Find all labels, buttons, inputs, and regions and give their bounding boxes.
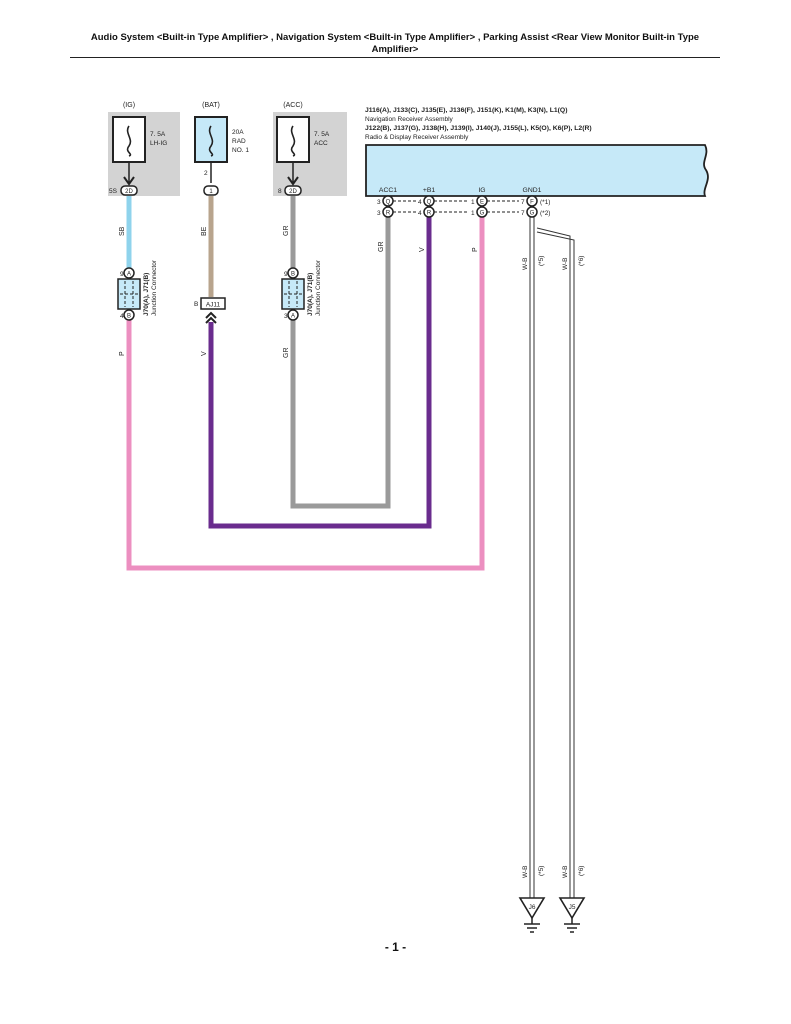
terminal-conn-b: R — [386, 211, 391, 217]
terminal-label: IG — [478, 187, 485, 194]
fuse-lh-ig: (IG) 7. 5A LH-IG 5S 2D — [108, 102, 180, 196]
terminal-label: GND1 — [523, 187, 542, 194]
wire-note-gnd-bot-1: (*5) — [538, 866, 545, 876]
terminal-conn-a: F — [530, 200, 534, 206]
terminal-pin-b: 4 — [418, 210, 422, 217]
wire-label-gr-upper: GR — [283, 226, 290, 237]
wire-label-gnd-top-2: W-B — [562, 257, 569, 270]
jc-pin-top: 9 — [120, 271, 124, 278]
fuse-name-line1: RAD — [232, 138, 246, 145]
wire-label-gnd-bot-2: W-B — [562, 865, 569, 878]
wire-label-p-left: P — [119, 351, 126, 356]
terminal-pin-b: 1 — [471, 210, 475, 217]
terminal-conn-b: G — [530, 211, 535, 217]
wire-label-gnd-bot-1: W-B — [522, 865, 529, 878]
terminal-note-2: (*2) — [540, 210, 550, 217]
terminal-conn-a: Q — [427, 200, 432, 206]
junction-connector-2: 9 B 3 A J70(A), J71(B) Junction Connecto… — [281, 259, 322, 321]
fuse-connector: 1 — [209, 189, 213, 195]
jc-conn-top: A — [127, 272, 131, 278]
fuse-source-label: (ACC) — [283, 102, 302, 109]
wire-labels: SB P BE V GR GR GR V P W-B (*5) W-B (*6)… — [119, 226, 585, 879]
inline-connector-aj11: B AJ11 — [194, 297, 226, 324]
terminal-b1: +B1 4 Q 4 R — [418, 187, 436, 218]
fuse-pin: 5S — [109, 188, 118, 195]
jc-conn-bottom: A — [291, 314, 295, 320]
ground-j5: J5 — [558, 897, 586, 933]
terminal-conn-b: R — [427, 211, 432, 217]
terminal-gnd1: GND1 7 F 7 G (*1) (*2) — [521, 187, 550, 218]
ground-label: J5 — [569, 904, 576, 911]
wire-label-v-left: V — [201, 351, 208, 356]
receiver-name-nav: Navigation Receiver Assembly — [365, 116, 454, 123]
wire-label-acc1: GR — [378, 242, 385, 253]
fuse-rating: 7. 5A — [314, 131, 330, 138]
terminal-pin-b: 7 — [521, 210, 525, 217]
jc-conn-bottom: B — [127, 314, 131, 320]
terminal-ig: IG 1 E 1 G — [471, 187, 488, 218]
jc-id: J70(A), J71(B) — [307, 273, 314, 316]
page-title: Audio System <Built-in Type Amplifier> ,… — [90, 32, 700, 55]
wire-acc-gr — [290, 196, 391, 509]
terminal-label: +B1 — [423, 187, 436, 194]
fuse-pin: 8 — [278, 188, 282, 195]
wire-label-gr-lower: GR — [283, 348, 290, 359]
jc-pin-bottom: 3 — [284, 313, 288, 320]
terminal-note-1: (*1) — [540, 199, 550, 206]
receiver-assembly: J116(A), J133(C), J135(E), J136(F), J151… — [365, 107, 709, 197]
receiver-name-radio: Radio & Display Receiver Assembly — [365, 134, 469, 141]
fuse-rad-no1: (BAT) 20A RAD NO. 1 2 1 — [194, 102, 249, 196]
terminal-pin-a: 1 — [471, 199, 475, 206]
wire-label-be: BE — [201, 226, 208, 236]
wire-bat-v — [208, 216, 432, 529]
wire-ig-p — [126, 216, 485, 571]
page-number: - 1 - — [384, 940, 407, 954]
fuse-rating: 7. 5A — [150, 131, 166, 138]
wire-label-b1: V — [419, 247, 426, 252]
terminal-conn-b: G — [480, 211, 485, 217]
terminal-conn-a: Q — [386, 200, 391, 206]
ground-j6: J6 — [518, 897, 546, 933]
fuse-acc: (ACC) 7. 5A ACC 8 2D — [273, 102, 347, 196]
ground-label: J6 — [529, 904, 536, 911]
wire-note-gnd-bot-2: (*6) — [578, 866, 585, 876]
fuse-connector: 2D — [125, 189, 133, 195]
fuse-name: LH-IG — [150, 140, 167, 147]
inline-name: AJ11 — [206, 302, 221, 309]
fuse-source-label: (BAT) — [202, 102, 220, 109]
receiver-connectors-nav: J116(A), J133(C), J135(E), J136(F), J151… — [365, 107, 567, 114]
terminal-acc1: ACC1 3 Q 3 R — [377, 187, 397, 218]
jc-desc: Junction Connector — [315, 259, 322, 316]
terminal-pin-b: 3 — [377, 210, 381, 217]
junction-connector-1: 9 A 4 B J70(A), J71(B) Junction Connecto… — [117, 259, 158, 321]
wire-label-ig: P — [472, 247, 479, 252]
wire-note-gnd-top-1: (*5) — [538, 256, 545, 266]
wire-gnd-1 — [529, 216, 535, 898]
fuse-name: ACC — [314, 140, 328, 147]
jc-desc: Junction Connector — [151, 259, 158, 316]
jc-pin-bottom: 4 — [120, 313, 124, 320]
jc-pin-top: 9 — [284, 271, 288, 278]
fuse-name-line2: NO. 1 — [232, 147, 249, 154]
header-rule — [70, 57, 720, 58]
fuse-pin: 2 — [204, 170, 208, 177]
inline-pin: B — [194, 301, 198, 308]
terminal-label: ACC1 — [379, 187, 397, 194]
terminal-pin-a: 3 — [377, 199, 381, 206]
wire-label-sb: SB — [119, 226, 126, 236]
fuse-source-label: (IG) — [123, 102, 135, 109]
wire-note-gnd-top-2: (*6) — [578, 256, 585, 266]
terminal-pin-a: 4 — [418, 199, 422, 206]
terminal-pin-a: 7 — [521, 199, 525, 206]
wire-label-gnd-top-1: W-B — [522, 257, 529, 270]
fuse-rating: 20A — [232, 129, 244, 136]
jc-id: J70(A), J71(B) — [143, 273, 150, 316]
terminal-dashed-links — [393, 200, 519, 213]
terminal-conn-a: E — [480, 200, 484, 206]
receiver-connectors-radio: J122(B), J137(G), J138(H), J139(I), J140… — [365, 125, 592, 132]
wire-gnd-2 — [536, 227, 575, 898]
fuse-connector: 2D — [289, 189, 297, 195]
jc-conn-top: B — [291, 272, 295, 278]
